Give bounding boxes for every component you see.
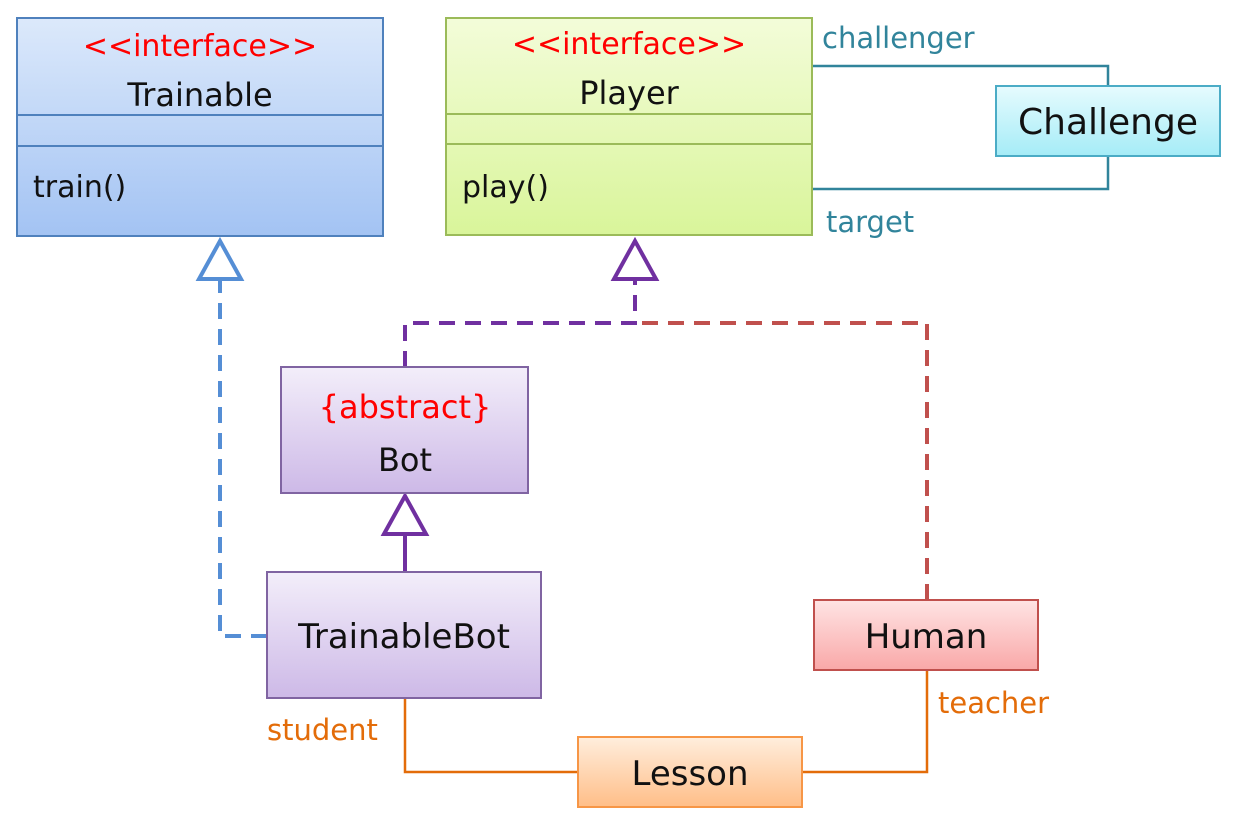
student-association-line	[403, 698, 578, 774]
human-realization-line	[635, 321, 929, 600]
bot-class-name: Bot	[378, 441, 432, 479]
player-class-name: Player	[579, 74, 679, 112]
player-stereotype: <<interface>>	[512, 27, 746, 62]
trainable-stereotype: <<interface>>	[83, 29, 317, 64]
teacher-role-label: teacher	[938, 686, 1049, 720]
bot-generalization-arrowhead	[380, 491, 430, 536]
bot-abstract-stereotype: {abstract}	[319, 388, 492, 426]
trainable-class-name: Trainable	[126, 76, 272, 114]
trainablebot-class-name: TrainableBot	[297, 617, 510, 657]
human-class-name: Human	[865, 617, 988, 657]
target-association-line	[812, 156, 1110, 191]
trainable-realization-arrowhead	[195, 236, 245, 281]
bot-realization-line	[403, 280, 637, 367]
challenger-role-label: challenger	[822, 21, 975, 55]
player-realization-arrowhead	[610, 236, 660, 281]
challenge-class-name: Challenge	[1018, 102, 1198, 143]
trainable-operation: train()	[33, 170, 126, 205]
trainable-interface-box: <<interface>> Trainable train()	[16, 17, 384, 237]
teacher-association-line	[802, 670, 929, 774]
human-class-box: Human	[813, 599, 1039, 671]
bot-class-box: {abstract} Bot	[280, 366, 529, 494]
player-operation: play()	[462, 170, 549, 205]
challenge-class-box: Challenge	[995, 85, 1221, 157]
trainablebot-class-box: TrainableBot	[266, 571, 542, 699]
trainablebot-realization-line	[218, 280, 267, 638]
lesson-class-name: Lesson	[631, 754, 748, 794]
player-interface-box: <<interface>> Player play()	[445, 17, 813, 236]
challenger-association-line	[812, 64, 1110, 86]
lesson-class-box: Lesson	[577, 736, 803, 808]
target-role-label: target	[826, 205, 914, 239]
student-role-label: student	[267, 713, 378, 747]
